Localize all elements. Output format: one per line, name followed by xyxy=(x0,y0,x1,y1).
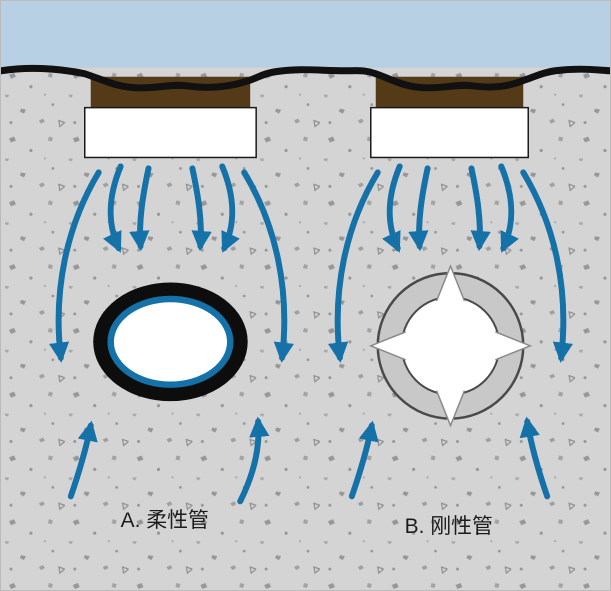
ground-surface-line xyxy=(1,64,610,92)
load-block-left xyxy=(84,106,257,159)
load-block-right xyxy=(370,106,529,159)
arrow xyxy=(219,163,240,253)
arrow xyxy=(519,416,551,500)
load-arrows-left xyxy=(48,163,294,505)
arrow xyxy=(498,163,519,253)
crack-notch-bottom xyxy=(435,390,466,428)
sky-band xyxy=(1,1,610,68)
rigid-pipe-bore xyxy=(400,295,501,396)
arrow xyxy=(103,163,124,253)
label-flexible-pipe: A. 柔性管 xyxy=(121,509,209,532)
arrow xyxy=(348,420,379,500)
load-arrows-right xyxy=(328,163,574,500)
arrow xyxy=(408,165,431,252)
label-rigid-pipe: B. 刚性管 xyxy=(405,515,493,538)
arrow xyxy=(328,169,381,363)
flexible-pipe-liner xyxy=(107,295,234,388)
arrow xyxy=(189,165,212,252)
crack-notch-right xyxy=(495,331,533,361)
arrow xyxy=(468,165,491,252)
arrow xyxy=(382,163,403,253)
arrow xyxy=(67,420,98,500)
arrow xyxy=(237,416,270,505)
rigid-pipe xyxy=(368,264,533,428)
arrow xyxy=(241,169,294,363)
crack-notch-left xyxy=(368,331,406,361)
arrow xyxy=(48,169,102,363)
flexible-pipe-wall xyxy=(93,282,248,402)
flexible-pipe xyxy=(93,282,248,402)
crack-notch-top xyxy=(435,264,466,302)
arrow xyxy=(129,165,152,252)
load-blocks xyxy=(84,106,529,159)
arrow xyxy=(520,169,574,363)
